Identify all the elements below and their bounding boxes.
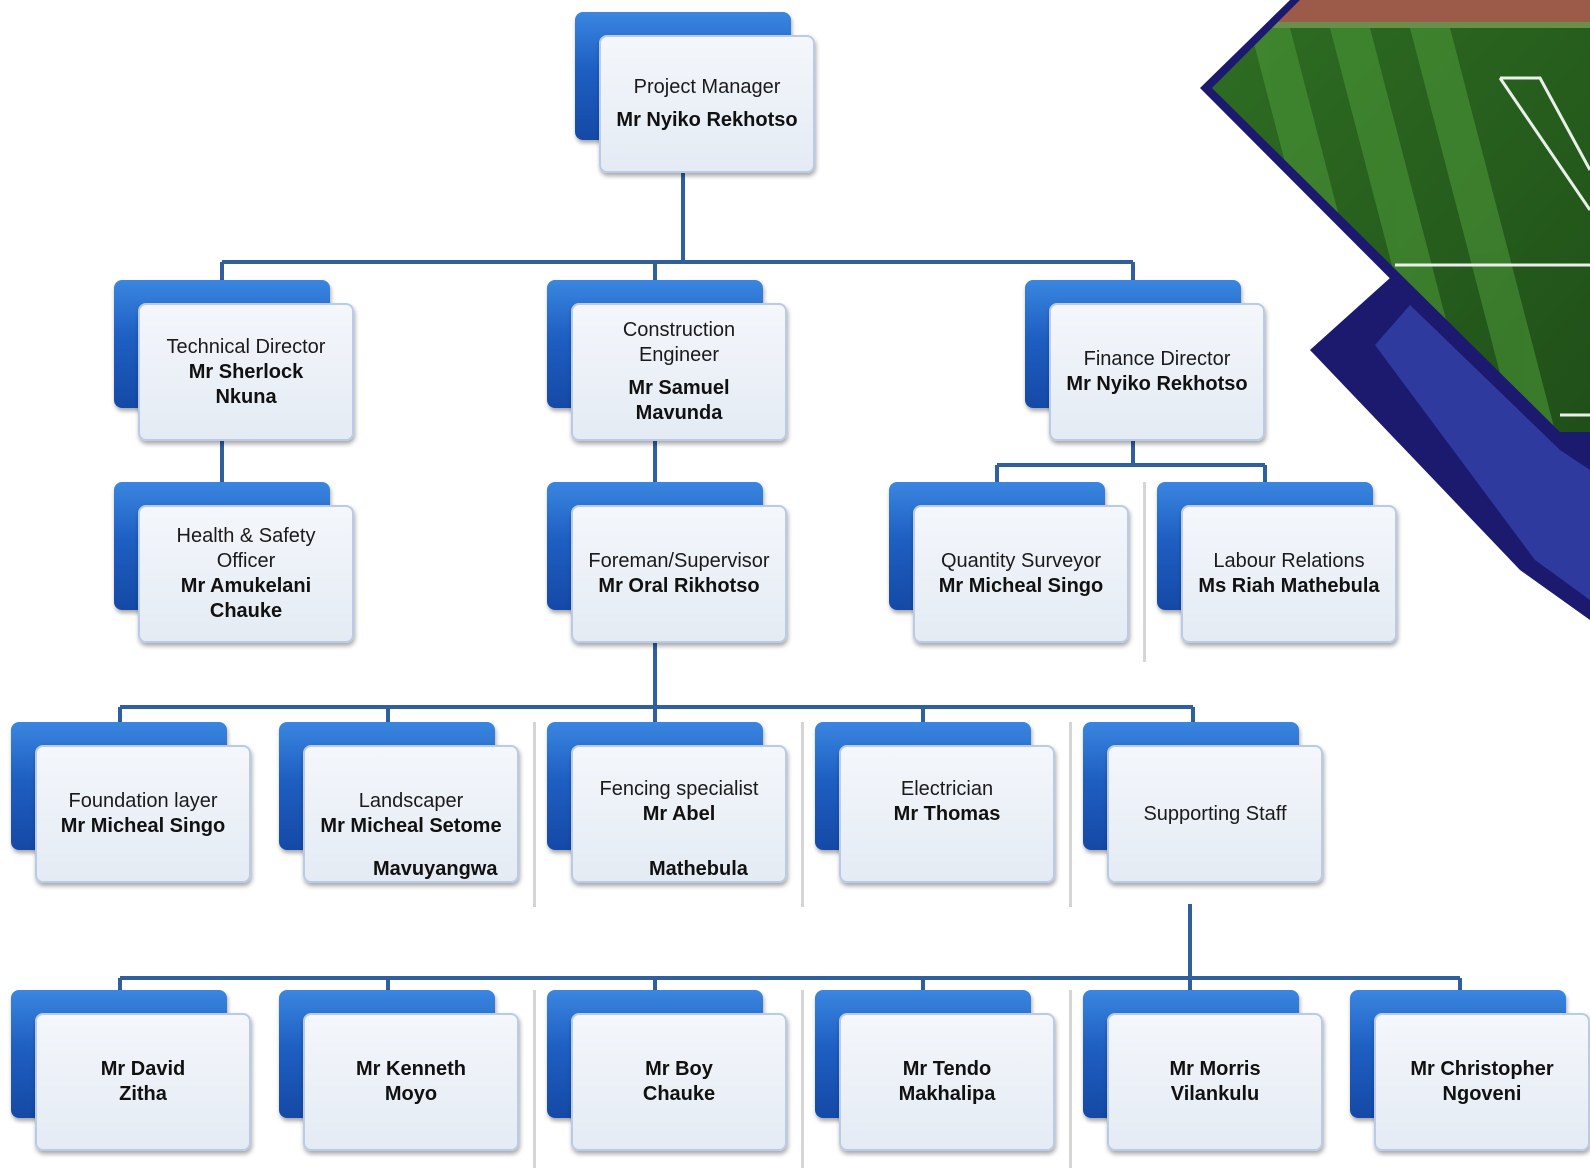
- person-name: Mr Sherlock Nkuna: [188, 360, 304, 408]
- person-name: Mr Amukelani Chauke: [180, 575, 312, 622]
- role-label: Health & Safety Officer: [176, 525, 316, 572]
- person-name: Mr Samuel Mavunda: [628, 377, 730, 424]
- role-label: Supporting Staff: [1143, 802, 1287, 825]
- role-label: Fencing specialist: [599, 778, 759, 800]
- role-label: Foundation layer: [68, 790, 218, 812]
- person-name: Mr Boy Chauke: [642, 1058, 716, 1105]
- person-name: Mr Christopher Ngoveni: [1410, 1058, 1554, 1105]
- role-label: Project Manager: [633, 76, 781, 98]
- divider: [533, 990, 536, 1168]
- divider: [1143, 482, 1146, 662]
- person-name: Mr Nyiko Rekhotso: [1066, 373, 1248, 395]
- person-name: Mr Abel: [642, 803, 716, 825]
- connector-group: [118, 172, 1462, 998]
- person-name: Mr Micheal Singo: [60, 815, 226, 837]
- divider: [1069, 990, 1072, 1168]
- person-name-continued: Mathebula: [649, 858, 748, 880]
- person-name: Mr Nyiko Rekhotso: [616, 109, 798, 131]
- person-name: Mr Tendo Makhalipa: [898, 1058, 996, 1105]
- person-name: Mr Morris Vilankulu: [1169, 1058, 1261, 1105]
- role-label: Quantity Surveyor: [940, 550, 1102, 572]
- person-name: Mr Kenneth Moyo: [356, 1058, 466, 1105]
- divider: [801, 990, 804, 1168]
- person-name-continued: Mavuyangwa: [373, 858, 498, 880]
- person-name: Mr Oral Rikhotso: [598, 575, 760, 597]
- person-name: Mr Thomas: [893, 803, 1001, 825]
- divider: [1069, 722, 1072, 907]
- person-name: Mr Micheal Setome: [320, 815, 502, 837]
- role-label: Electrician: [900, 778, 994, 800]
- role-label: Construction Engineer: [622, 319, 736, 366]
- decor-blue-shape: [1375, 305, 1590, 600]
- role-label: Foreman/Supervisor: [588, 550, 770, 572]
- person-name: Mr Micheal Singo: [938, 575, 1104, 597]
- role-label: Finance Director: [1083, 348, 1231, 370]
- role-label: Technical Director: [166, 335, 326, 358]
- divider: [801, 722, 804, 907]
- divider: [533, 722, 536, 907]
- person-name: Mr David Zitha: [100, 1058, 186, 1105]
- role-label: Labour Relations: [1213, 550, 1365, 572]
- role-label: Landscaper: [358, 790, 464, 812]
- person-name: Ms Riah Mathebula: [1198, 575, 1380, 597]
